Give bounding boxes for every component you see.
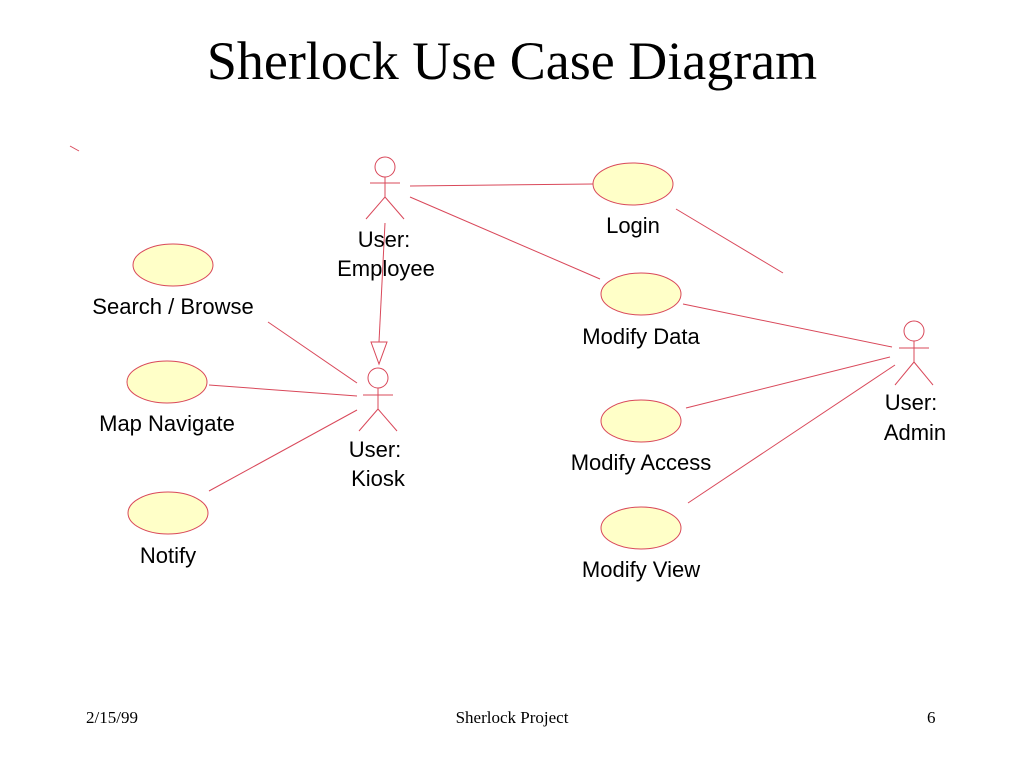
use-case-modify-access bbox=[600, 399, 682, 443]
stray-mark bbox=[69, 145, 80, 152]
footer-project: Sherlock Project bbox=[455, 708, 569, 727]
generalization-arrowhead bbox=[370, 341, 388, 366]
actor-left-leg bbox=[365, 196, 386, 220]
actor-kiosk-label-line1: User: bbox=[349, 437, 402, 462]
association-employee-modify-data bbox=[409, 196, 601, 280]
use-case-modify-view bbox=[600, 506, 682, 550]
actor-left-leg bbox=[894, 361, 915, 386]
association-modify-access-admin bbox=[685, 356, 891, 409]
association-map-kiosk bbox=[208, 384, 358, 397]
actor-admin bbox=[894, 320, 934, 386]
actor-head bbox=[374, 156, 396, 178]
diagram-labels: User: Employee User: Kiosk User: Admin S… bbox=[92, 213, 946, 582]
association-notify-kiosk bbox=[208, 409, 358, 492]
actor-head bbox=[367, 367, 389, 389]
actor-right-leg bbox=[377, 408, 398, 432]
use-case-notify-label: Notify bbox=[140, 543, 196, 568]
use-case-search-browse bbox=[132, 243, 214, 287]
association-employee-login bbox=[409, 183, 594, 187]
actor-kiosk bbox=[358, 367, 398, 432]
actor-left-leg bbox=[358, 408, 379, 432]
actor-admin-label-line1: User: bbox=[885, 390, 938, 415]
actor-employee-label-line1: User: bbox=[358, 227, 411, 252]
use-case-modify-access-label: Modify Access bbox=[571, 450, 712, 475]
association-modify-data-admin bbox=[682, 303, 893, 348]
actor-admin-label-line2: Admin bbox=[884, 420, 946, 445]
use-case-modify-data-label: Modify Data bbox=[582, 324, 700, 349]
use-case-login-label: Login bbox=[606, 213, 660, 238]
actor-employee-label-line2: Employee bbox=[337, 256, 435, 281]
association-login-admin-partial bbox=[675, 208, 784, 274]
slide-title: Sherlock Use Case Diagram bbox=[206, 31, 818, 91]
actor-head bbox=[903, 320, 925, 342]
use-case-search-browse-label: Search / Browse bbox=[92, 294, 253, 319]
footer-date: 2/15/99 bbox=[86, 708, 138, 727]
associations bbox=[208, 183, 896, 504]
use-case-map-navigate-label: Map Navigate bbox=[99, 411, 235, 436]
use-case-map-navigate bbox=[126, 360, 208, 404]
use-case-notify bbox=[127, 491, 209, 535]
use-case-ellipses bbox=[126, 162, 682, 550]
association-modify-view-admin bbox=[687, 364, 896, 504]
actor-kiosk-label-line2: Kiosk bbox=[351, 466, 406, 491]
footer-page-number: 6 bbox=[927, 708, 936, 727]
association-search-kiosk bbox=[267, 321, 358, 384]
actor-right-leg bbox=[913, 361, 934, 386]
use-case-login bbox=[592, 162, 674, 206]
use-case-modify-view-label: Modify View bbox=[582, 557, 700, 582]
generalization-kiosk-employee bbox=[370, 222, 388, 366]
actor-employee bbox=[365, 156, 405, 220]
actor-right-leg bbox=[384, 196, 405, 220]
use-case-modify-data bbox=[600, 272, 682, 316]
generalization-line bbox=[378, 222, 386, 343]
